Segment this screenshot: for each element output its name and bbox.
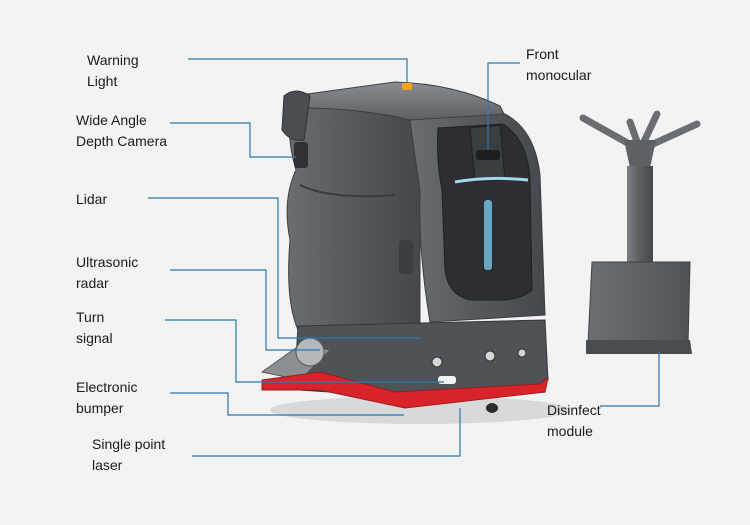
- disinfect-pole: [627, 166, 653, 264]
- base-sensor-1: [431, 356, 443, 368]
- leader-depth-camera: [170, 122, 296, 158]
- base-sensor-2: [484, 350, 496, 362]
- disinfect-hub: [624, 140, 656, 168]
- leader-turn-signal: [165, 319, 444, 383]
- robot-rear-body: [286, 85, 421, 339]
- robot-side-handle: [399, 240, 413, 274]
- leader-warning-light: [188, 58, 408, 82]
- leader-single-laser: [192, 408, 461, 457]
- label-ultrasonic-radar: Ultrasonic radar: [76, 254, 139, 291]
- robot-wheel: [486, 403, 498, 413]
- front-vertical-light: [484, 200, 492, 270]
- label-turn-signal: Turn signal: [76, 309, 113, 346]
- base-sensor-3: [517, 348, 527, 358]
- robot-side-groove: [299, 184, 396, 198]
- label-disinfect-module: Disinfect module: [547, 402, 601, 439]
- label-electronic-bumper: Electronic bumper: [76, 379, 138, 416]
- depth-camera-housing: [281, 90, 311, 141]
- depth-camera-lens: [294, 142, 308, 168]
- front-camera-lens: [476, 150, 500, 160]
- turn-signal-light: [438, 376, 456, 384]
- leader-lidar: [148, 197, 420, 339]
- label-warning-light: Warning Light: [87, 52, 139, 89]
- disinfect-base: [586, 340, 692, 354]
- label-front-monocular: Front monocular: [526, 46, 592, 83]
- label-single-point-laser: Single point laser: [92, 436, 166, 473]
- front-light-bar: [454, 176, 529, 184]
- label-lidar: Lidar: [76, 191, 108, 207]
- robot-shadow: [270, 396, 570, 424]
- leader-ultrasonic: [170, 269, 320, 351]
- leader-bumper: [170, 392, 404, 416]
- leader-disinfect: [600, 352, 660, 407]
- leader-front-monocular: [487, 62, 520, 150]
- label-depth-camera: Wide Angle Depth Camera: [76, 112, 168, 149]
- leader-lines: [148, 58, 660, 457]
- disinfect-box: [587, 261, 691, 346]
- warning-light-shape: [402, 83, 412, 90]
- brush-disc: [295, 337, 325, 367]
